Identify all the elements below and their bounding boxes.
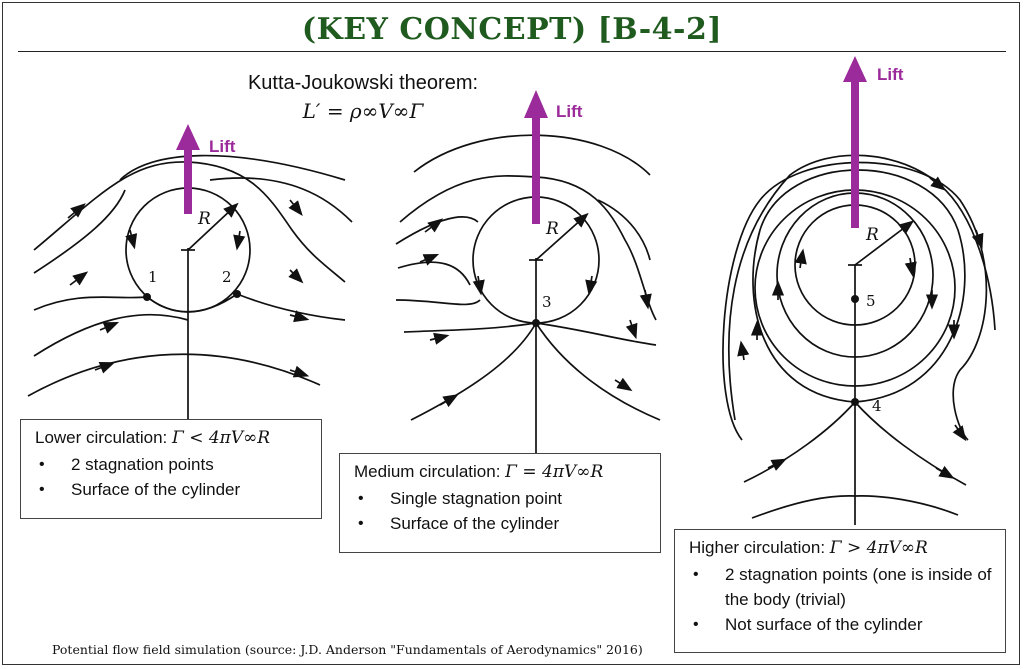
flow-arrow-2d [419,254,440,266]
streamline-2a [399,175,657,321]
flow-arrow-1a [125,229,138,250]
lift-label-2: Lift [556,102,583,121]
streamline-3d [751,495,959,519]
flow-arrow-2f [439,394,459,408]
flow-arrow-2e [429,332,450,345]
streamline-1e [27,353,321,397]
stagnation-point-4 [851,398,859,406]
lift-arrow-1 [176,124,200,214]
flow-arrow-1d [69,271,89,286]
radius-label-3: R [865,225,879,245]
flow-arrow-3a [794,248,807,269]
dividing-streamline-1 [146,293,238,313]
higher-bullet-2: Not surface of the cylinder [689,612,993,637]
streamline-1g [209,177,353,223]
flow-arrow-1e [99,322,120,334]
flow-arrow-2g [625,319,638,340]
stagnation-point-1 [143,293,151,301]
radius-label-2: R [545,219,559,239]
medium-circulation-heading: Medium circulation: Γ = 4πV∞R [354,462,604,482]
streamline-1c [33,296,148,311]
flow-arrow-2b [585,275,598,296]
streamline-2g [597,199,651,261]
radius-label-1: R [197,209,211,229]
streamline-3a [722,161,988,441]
flow-arrow-1i [289,310,310,323]
streamline-1a [33,161,346,283]
panel-medium-flow [395,134,661,455]
radius-arrow-1 [187,202,239,251]
streamline-2b [395,216,479,245]
point-label-2: 2 [222,268,232,286]
flow-arrow-1f [94,362,116,374]
theorem-block: Kutta-Joukowski theorem: L′ = ρ∞V∞Γ [218,72,508,123]
medium-bullet-1: Single stagnation point [354,486,648,511]
flow-arrow-3h [971,229,984,250]
point-label-1: 1 [148,268,158,286]
streamline-2c [397,261,471,286]
theorem-equation: L′ = ρ∞V∞Γ [302,99,424,123]
radius-arrow-2 [535,212,589,261]
stagnation-point-2 [233,290,241,298]
theorem-name: Kutta-Joukowski theorem: [247,72,479,94]
flow-arrow-1c [67,203,86,219]
flow-arrow-1b [233,230,246,251]
source-caption: Potential flow field simulation (source:… [52,642,643,657]
streamline-1d [33,313,189,357]
streamline-2d [395,299,481,306]
flow-arrow-1h [288,268,304,284]
streamline-2e [403,322,657,346]
flow-arrow-3b [904,257,917,278]
slide-title: (KEY CONCEPT) [B-4-2] [301,12,723,47]
lower-bullet-1: 2 stagnation points [35,452,309,477]
stagnation-point-5 [851,295,859,303]
lower-circulation-box: Lower circulation: Γ < 4πV∞R 2 stagnatio… [20,419,322,519]
flow-arrow-1j [289,365,310,378]
medium-bullet-2: Surface of the cylinder [354,511,648,536]
flow-arrow-3g [737,340,750,361]
medium-circulation-box: Medium circulation: Γ = 4πV∞R Single sta… [339,453,661,553]
flow-arrow-2c [424,218,444,233]
flow-arrow-3i [929,176,946,191]
lower-bullet-2: Surface of the cylinder [35,477,309,502]
point-label-4: 4 [872,397,882,415]
lift-label-1: Lift [209,137,236,156]
lift-arrow-2 [524,90,548,224]
flow-arrow-2a [472,275,485,296]
flow-arrow-2i [639,289,652,310]
point-label-3: 3 [542,293,552,311]
higher-circulation-heading: Higher circulation: Γ > 4πV∞R [689,538,928,558]
flow-arrow-1g [288,199,303,216]
streamline-1b [33,189,126,274]
lower-circulation-heading: Lower circulation: Γ < 4πV∞R [35,428,271,448]
flow-arrow-2h [614,377,633,392]
radius-arrow-3 [854,220,915,266]
lift-label-3: Lift [877,65,904,84]
streamline-1h [119,154,346,181]
flow-arrow-3l [952,424,967,442]
title-divider [18,51,1006,52]
higher-bullet-1: 2 stagnation points (one is inside of th… [689,562,993,612]
streamline-1f [236,293,346,321]
stagnation-point-3 [532,319,540,327]
point-label-5: 5 [866,292,876,310]
flow-arrow-3j [767,458,787,471]
higher-circulation-box: Higher circulation: Γ > 4πV∞R 2 stagnati… [674,529,1006,653]
lift-arrow-3 [843,56,867,228]
flow-arrow-3k [935,465,955,479]
